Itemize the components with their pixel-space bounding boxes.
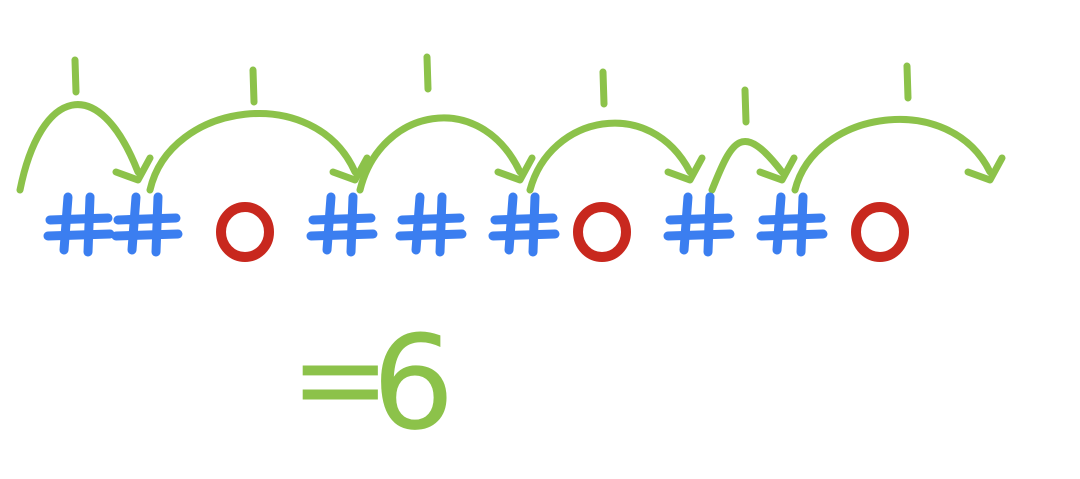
curved-arrow bbox=[356, 114, 536, 194]
tally-mark: 1 bbox=[903, 62, 912, 102]
curved-arrow bbox=[526, 119, 706, 194]
curved-arrow bbox=[16, 101, 154, 194]
hash-symbol: # bbox=[756, 192, 828, 257]
curved-arrow bbox=[708, 138, 798, 194]
result-value: 6 bbox=[372, 307, 455, 459]
tally-mark: 1 bbox=[249, 66, 258, 106]
symbol-sequence: ##o###o##o bbox=[43, 192, 909, 262]
hash-symbol: # bbox=[306, 192, 378, 257]
curved-arrow bbox=[791, 115, 1006, 194]
hash-symbol: # bbox=[663, 192, 735, 257]
tally-marks: 1 1 1 1 1 1 bbox=[71, 53, 912, 126]
hash-symbol: # bbox=[43, 192, 115, 257]
tally-mark: 1 bbox=[741, 86, 750, 126]
curved-arrow bbox=[146, 110, 371, 194]
result-expression: = 6 bbox=[290, 307, 455, 459]
circle-symbol: o bbox=[851, 202, 909, 262]
tally-mark: 1 bbox=[71, 56, 80, 96]
hash-symbol: # bbox=[488, 192, 560, 257]
tally-mark: 1 bbox=[599, 68, 608, 108]
tally-mark: 1 bbox=[423, 53, 432, 93]
circle-symbol: o bbox=[216, 202, 274, 262]
hash-symbol: # bbox=[111, 192, 183, 257]
hash-symbol: # bbox=[395, 192, 467, 257]
equals-sign: = bbox=[290, 310, 391, 449]
circle-symbol: o bbox=[573, 202, 631, 262]
jump-arrows bbox=[16, 101, 1006, 194]
